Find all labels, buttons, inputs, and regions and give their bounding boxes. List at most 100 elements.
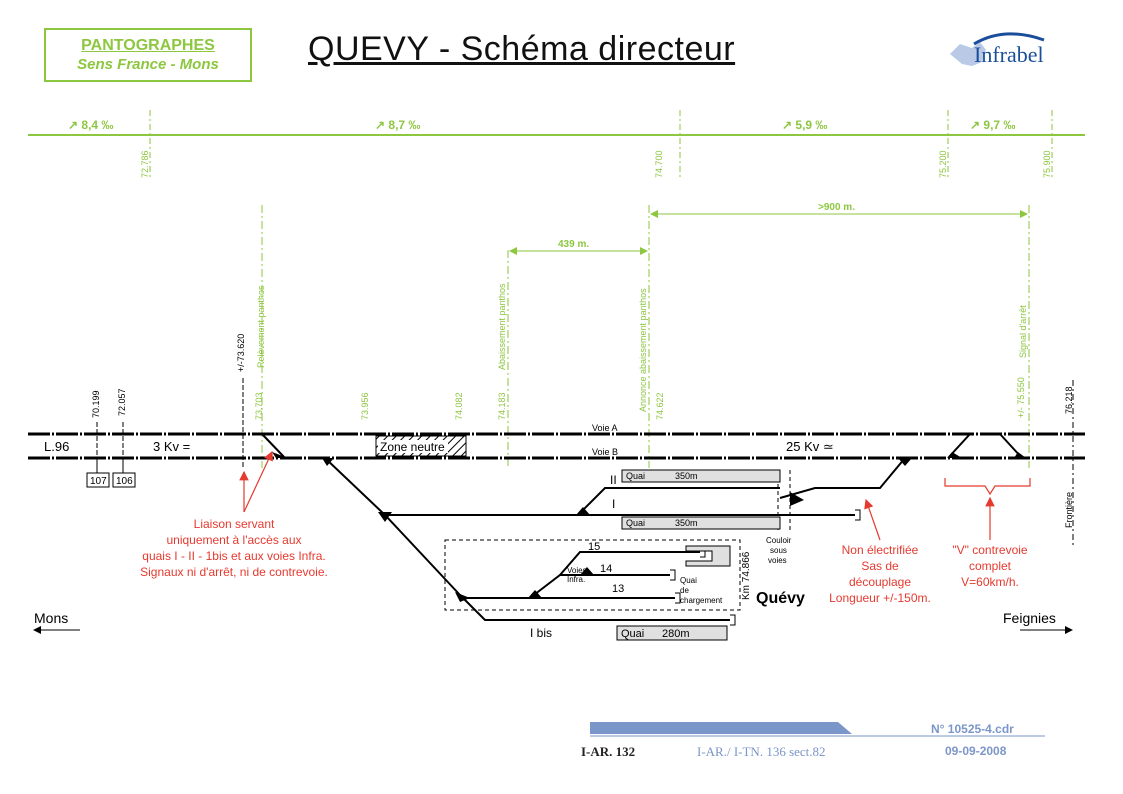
buffer-stop-14 [670, 569, 676, 581]
station-km: Km 74.866 [741, 551, 752, 600]
branch-sas [779, 457, 906, 499]
note3-line2: complet [969, 559, 1012, 573]
note2-line2: Sas de [861, 559, 899, 573]
branch-main-1 [324, 457, 461, 596]
switch-11 [1014, 452, 1026, 458]
frontiere-label: Frontière [1064, 492, 1074, 528]
note1-line2: uniquement à l'accès aux [166, 533, 301, 547]
direction-mons: Mons [34, 610, 68, 626]
gradient-km-2: 74.700 [654, 150, 664, 178]
platform-ibis [616, 625, 728, 641]
platform-ii [621, 469, 781, 483]
km-point-9: +/- 75.550 [1016, 377, 1026, 418]
logo-swoosh-icon [973, 32, 1045, 46]
gradient-label-3: ↗ 5,9 ‰ [782, 118, 827, 132]
gradient-label-4: ↗ 9,7 ‰ [970, 118, 1015, 132]
note1-line3: quais I - II - 1bis et aux voies Infra. [142, 549, 325, 563]
platform-i [621, 516, 781, 530]
note3-line1: "V" contrevoie [952, 543, 1028, 557]
gradient-km-4: 75.900 [1042, 150, 1052, 178]
branch-track-ii [577, 487, 780, 516]
switch-1 [272, 452, 288, 458]
note1-line4: Signaux ni d'arrêt, ni de contrevoie. [140, 565, 328, 579]
gradient-km-3: 75.200 [938, 150, 948, 178]
belgium-map-icon [950, 42, 986, 66]
voltage-left: 3 Kv = [153, 439, 190, 454]
voltage-right: 25 Kv ≃ [786, 439, 834, 454]
note2-line1: Non électrifiée [842, 543, 919, 557]
platform-chargement [685, 545, 731, 567]
quai-chargement-3: chargement [680, 596, 723, 605]
km-point-4: 73.703 [254, 392, 264, 420]
marker-abaisse-label: Abaissement panthos [497, 283, 507, 370]
km-point-7: 74.183 [497, 392, 507, 420]
gradient-label-2: ↗ 8,7 ‰ [375, 118, 420, 132]
voie-b-label: Voie B [592, 447, 618, 457]
branch-ibis [459, 594, 730, 621]
platform-ii-label: Quai [626, 471, 645, 481]
track-i-label: I [612, 497, 615, 511]
note1-line1: Liaison servant [194, 517, 275, 531]
distance-439-label: 439 m. [558, 239, 589, 250]
km-point-5: 73.956 [360, 392, 370, 420]
line-number: L.96 [44, 439, 69, 454]
switch-7 [580, 567, 594, 575]
track-ii-label: II [610, 473, 617, 487]
title-box-line1: PANTOGRAPHES [81, 37, 215, 54]
note3-line3: V=60km/h. [961, 575, 1019, 589]
note2-arrow [864, 498, 881, 541]
note3-brace [944, 478, 1031, 496]
switch-6 [528, 590, 542, 598]
switch-3 [378, 512, 392, 522]
switch-2 [322, 458, 334, 466]
signal-106-label: 106 [116, 476, 133, 487]
voies-infra-label-1: Voies [567, 566, 587, 575]
gradient-km-1: 72.786 [140, 150, 150, 178]
switch-8 [790, 492, 804, 506]
zone-neutre-label-bg [378, 440, 448, 453]
km-point-10: 76.218 [1064, 386, 1074, 414]
direction-feignies: Feignies [1003, 610, 1056, 626]
crossover-left [261, 433, 286, 459]
couloir-label-1: Couloir [766, 536, 792, 545]
buffer-stop-i [855, 509, 861, 521]
marker-annonce-label: Annonce abaissement panthos [638, 288, 648, 412]
gradient-label-1: ↗ 8,4 ‰ [68, 118, 113, 132]
couloir-label-2: sous [770, 546, 787, 555]
marker-signal-label: Signal d'arrêt [1018, 305, 1028, 358]
signal-107-label: 107 [90, 476, 107, 487]
logo-text: Infrabel [974, 42, 1044, 67]
couloir-label-3: voies [768, 556, 787, 565]
km-point-1: 70.199 [91, 390, 101, 418]
page-title: QUEVY - Schéma directeur [308, 30, 736, 68]
buffer-stop-ibis [730, 614, 736, 626]
title-box: PANTOGRAPHES Sens France - Mons [44, 28, 252, 82]
platform-i-length: 350m [675, 518, 698, 528]
note2-line4: Longueur +/-150m. [829, 591, 931, 605]
branch-15 [559, 551, 700, 576]
marker-releve-label: Relèvement panthos [256, 285, 266, 368]
platform-ibis-length: 280m [662, 628, 690, 640]
km-point-3: +/-73.620 [236, 334, 246, 372]
platform-i-label: Quai [626, 518, 645, 528]
footer-ar-ref: I-AR. 132 [581, 744, 636, 759]
branch-14 [529, 574, 670, 599]
quai-chargement-2: de [680, 586, 689, 595]
voie-a-label: Voie A [592, 423, 618, 433]
footer-date: 09-09-2008 [945, 744, 1007, 758]
km-point-6: 74.082 [454, 392, 464, 420]
zone-neutre-label: Zone neutre [380, 440, 445, 454]
km-point-8: 74.622 [655, 392, 665, 420]
footer-tn-ref: I-AR./ I-TN. 136 sect.82 [697, 744, 826, 759]
signal-106 [112, 472, 136, 488]
km-point-2: 72.057 [117, 388, 127, 416]
distance-900-label: >900 m. [818, 202, 855, 213]
signal-107 [86, 472, 110, 488]
quai-chargement-1: Quai [680, 576, 697, 585]
station-name: Quévy [756, 590, 805, 607]
track-15-label: 15 [588, 541, 600, 553]
track-ibis-label: I bis [530, 626, 552, 640]
footer-file-ref: N° 10525-4.cdr [931, 722, 1014, 736]
footer-band [590, 722, 852, 734]
infra-zone-outline [444, 539, 741, 611]
